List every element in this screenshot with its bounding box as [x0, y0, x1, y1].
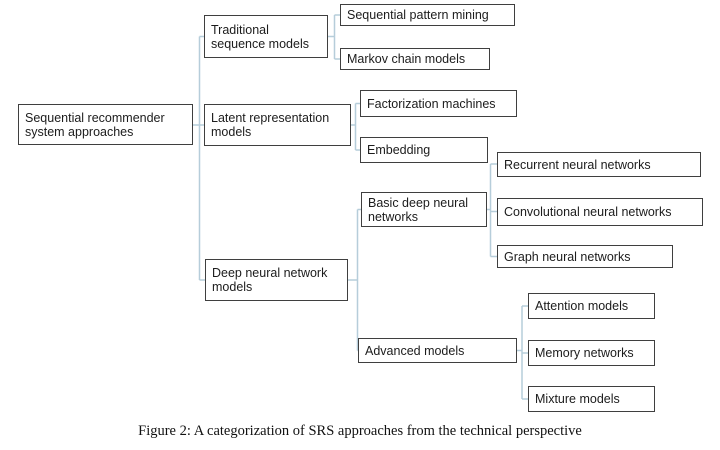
node-latent-representation-models: Latent representation models [204, 104, 351, 146]
node-embedding: Embedding [360, 137, 488, 163]
edge-traditional-to-children [328, 14, 340, 60]
node-recurrent-neural-networks: Recurrent neural networks [497, 152, 701, 177]
node-sequential-pattern-mining: Sequential pattern mining [340, 4, 515, 26]
edge-latent-to-children [351, 102, 360, 151]
node-basic-deep-neural-networks: Basic deep neural networks [361, 192, 487, 227]
node-sequential-recommender-system-approaches: Sequential recommender system approaches [18, 104, 193, 145]
node-graph-neural-networks: Graph neural networks [497, 245, 673, 268]
node-attention-models: Attention models [528, 293, 655, 319]
node-memory-networks: Memory networks [528, 340, 655, 366]
node-mixture-models: Mixture models [528, 386, 655, 412]
node-markov-chain-models: Markov chain models [340, 48, 490, 70]
node-advanced-models: Advanced models [358, 338, 517, 363]
figure-caption: Figure 2: A categorization of SRS approa… [138, 423, 582, 439]
node-convolutional-neural-networks: Convolutional neural networks [497, 198, 703, 226]
node-deep-neural-network-models: Deep neural network models [205, 259, 348, 301]
edge-basic-to-children [487, 163, 497, 258]
edge-deep-to-children [348, 208, 361, 352]
edge-root-to-level2 [193, 35, 205, 281]
node-factorization-machines: Factorization machines [360, 90, 517, 117]
edge-advanced-to-children [517, 305, 528, 400]
node-traditional-sequence-models: Traditional sequence models [204, 15, 328, 58]
